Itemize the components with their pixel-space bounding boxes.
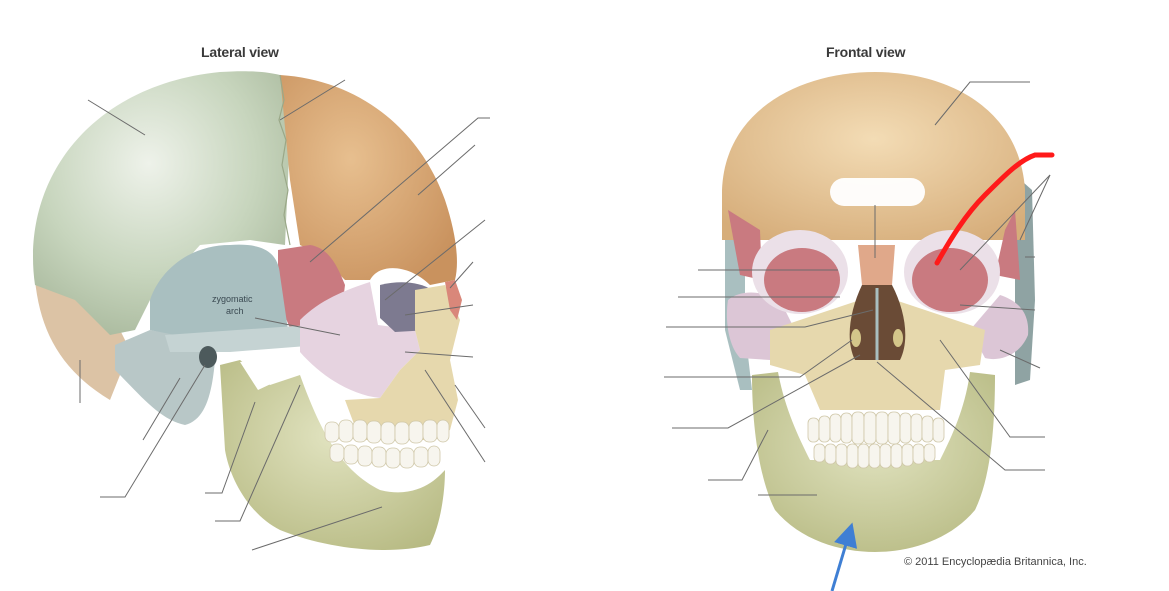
leader-line [142,377,181,441]
nasal-bone-frontal [858,245,895,285]
leader-line [999,349,1041,369]
leader-line [666,309,874,328]
leader-line [251,506,383,551]
lateral-leader-lines [79,79,490,551]
upper-teeth-frontal [807,411,945,445]
mastoid-process [115,330,215,425]
lateral-skull: zygomatic arch [32,71,462,550]
leader-line [449,261,474,289]
leader-line [279,79,346,121]
external-auditory-meatus [199,346,217,368]
zygomatic-arch-label-line2: arch [226,306,244,316]
sphenoid-frontal-right [995,210,1020,280]
frontal-bone [280,75,457,285]
frontal-bone-front [722,72,1025,240]
leader-line [100,364,206,498]
leader-line [454,384,486,429]
leader-line [876,361,1045,471]
frontal-view-title: Frontal view [826,44,906,60]
leader-line [404,304,474,316]
nasal-concha-right [893,329,903,347]
lower-teeth-lateral [329,443,441,469]
orbit-left-inner [764,248,840,312]
mandibular-notch [240,360,275,390]
leader-line [309,117,490,263]
leader-line [959,304,1036,311]
zygomatic-arch-label-line1: zygomatic [212,294,253,304]
leader-line [934,81,1030,126]
copyright-credit: © 2011 Encyclopædia Britannica, Inc. [904,556,1087,568]
maxilla-lateral [345,285,460,440]
zygomatic-frontal-right [970,295,1029,360]
leader-line [254,317,341,336]
lower-teeth-frontal [813,443,936,469]
orbit-right-inner [912,248,988,312]
zygomatic-bone [300,282,420,398]
nasal-concha-left [851,329,861,347]
leader-line [215,384,301,522]
forehead-highlight [830,178,925,206]
leader-line [1019,174,1051,241]
leader-line [708,429,769,481]
red-annotation-stroke [934,152,1055,266]
leader-line [664,339,853,378]
leader-line [424,369,486,463]
leader-line [939,339,1045,438]
parietal-bone [32,71,290,335]
frontal-leader-lines [664,81,1051,496]
leader-line [87,99,146,136]
leader-line [417,144,476,196]
blue-annotation-arrow [830,522,858,591]
leader-line [959,174,1051,271]
zygomatic-arch [165,325,320,352]
frontal-skull [722,72,1035,552]
nasal-bone-lateral [445,280,462,320]
leader-line [205,401,256,494]
leader-line [384,219,486,301]
lateral-view-title: Lateral view [201,44,279,60]
upper-teeth-lateral [324,419,450,445]
coronal-suture [278,74,291,246]
leader-line [672,354,861,429]
temporal-bone [150,244,288,340]
occipital-bone [35,280,130,400]
leader-line [404,351,474,358]
